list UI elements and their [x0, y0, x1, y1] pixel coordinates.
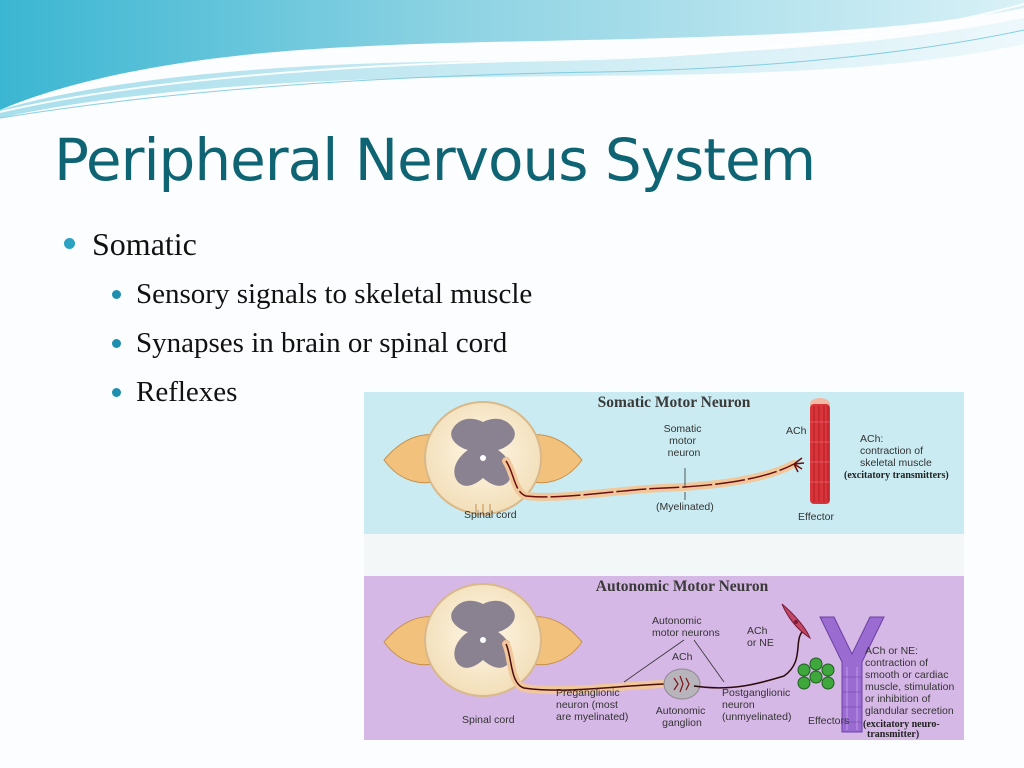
somatic-ach-label: ACh [786, 425, 807, 437]
somatic-spinal-cord-label: Spinal cord [464, 509, 517, 521]
sub-bullet-list: Sensory signals to skeletal muscle Synap… [110, 270, 532, 417]
bullet-item-somatic: Somatic Sensory signals to skeletal musc… [64, 222, 532, 417]
bullet-dot-icon [64, 238, 75, 249]
bullet-list: Somatic Sensory signals to skeletal musc… [64, 222, 532, 417]
header-wave-decoration [0, 0, 1024, 119]
somatic-myelinated-label: (Myelinated) [656, 501, 714, 513]
spinal-cord-icon [383, 583, 583, 697]
motor-neuron-figure: Somatic Motor Neuron S [364, 392, 964, 740]
somatic-neuron-label: Somatic motor neuron [664, 423, 705, 459]
somatic-panel: Somatic Motor Neuron S [364, 392, 964, 534]
somatic-transmitter-note: (excitatory transmitters) [844, 470, 949, 481]
autonomic-neurons-label: Autonomic motor neurons [652, 615, 720, 639]
autonomic-ach-label: ACh [672, 651, 693, 663]
spinal-cord-icon [383, 401, 583, 516]
sub-bullet-item: Reflexes [110, 368, 532, 417]
somatic-axon [505, 460, 795, 498]
sub-bullet-item: Synapses in brain or spinal cord [110, 319, 532, 368]
effectors-label: Effectors [808, 715, 849, 727]
bullet-dot-icon [112, 339, 121, 348]
bullet-dot-icon [112, 290, 121, 299]
autonomic-panel: Autonomic Motor Neuron [364, 576, 964, 740]
somatic-heading: Somatic Motor Neuron [598, 394, 751, 411]
somatic-effector-label: Effector [798, 511, 834, 523]
sub-bullet-text: Reflexes [136, 376, 238, 408]
sub-bullet-text: Sensory signals to skeletal muscle [136, 278, 533, 310]
skeletal-muscle-icon [810, 398, 830, 504]
autonomic-ganglion-label: Autonomic ganglion [656, 705, 709, 729]
postganglionic-axon [693, 631, 803, 689]
autonomic-neuron-pointers [623, 639, 725, 683]
panel-gap [364, 534, 964, 576]
bullet-dot-icon [112, 388, 121, 397]
autonomic-heading: Autonomic Motor Neuron [596, 578, 769, 595]
sub-bullet-text: Synapses in brain or spinal cord [136, 327, 508, 359]
sub-bullet-item: Sensory signals to skeletal muscle [110, 270, 532, 319]
preganglionic-axon [505, 643, 665, 691]
autonomic-spinal-cord-label: Spinal cord [462, 714, 515, 726]
bullet-text: Somatic [92, 226, 197, 262]
preganglionic-label: Preganglionic neuron (most are myelinate… [556, 687, 628, 723]
autonomic-effect-label: ACh or NE: contraction of smooth or card… [865, 645, 957, 717]
postganglionic-label: Postganglionic neuron (unmyelinated) [722, 687, 793, 723]
somatic-effect-label: ACh: contraction of skeletal muscle [860, 433, 932, 469]
autonomic-ganglion-icon [663, 668, 701, 700]
autonomic-transmitter-note: (excitatory neuro- transmitter) [863, 719, 942, 740]
slide-title: Peripheral Nervous System [54, 126, 816, 194]
smooth-muscle-cell-icon [781, 603, 812, 640]
gland-cells-icon [797, 657, 835, 690]
somatic-terminal-icon [793, 457, 805, 473]
autonomic-ach-ne-label: ACh or NE [747, 625, 774, 649]
blood-vessel-icon [819, 616, 885, 733]
